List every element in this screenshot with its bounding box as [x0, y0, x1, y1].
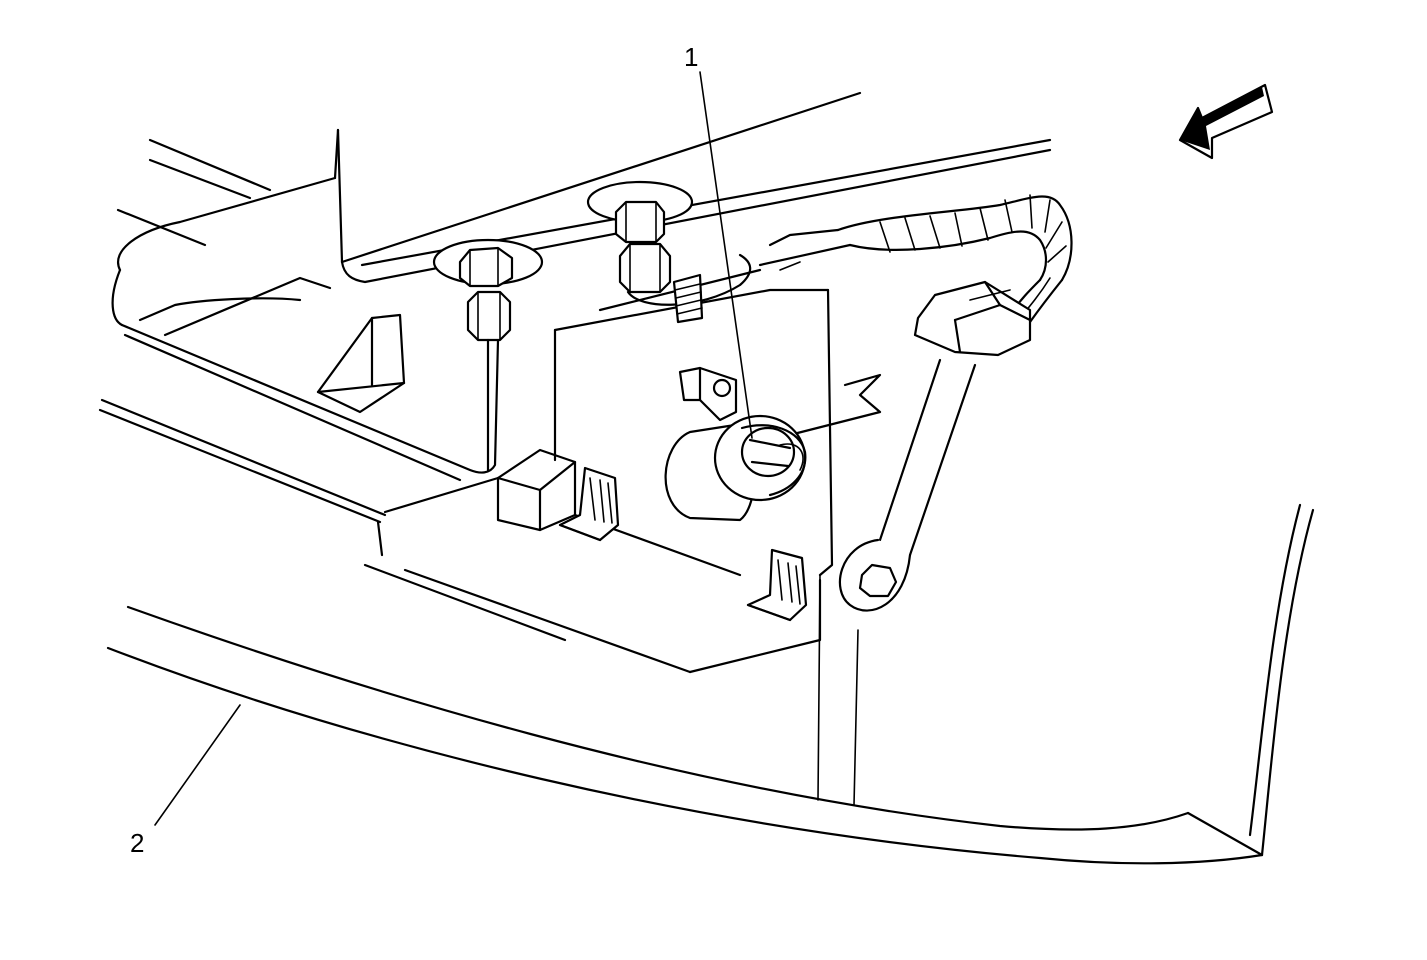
- upper-frame: [98, 91, 1052, 674]
- mounting-bolt-left: [432, 238, 544, 472]
- callout-1: 1: [684, 42, 753, 439]
- front-fascia: [106, 503, 1315, 865]
- mounting-bolt-right: [586, 180, 752, 306]
- callout-2: 2: [130, 704, 241, 858]
- sensor-switch: [664, 366, 807, 522]
- callout-label-2: 2: [130, 828, 144, 858]
- mounting-bracket: [316, 313, 577, 532]
- callout-label-1: 1: [684, 42, 698, 72]
- wiring-harness: [758, 194, 1073, 357]
- leader-line-1: [699, 71, 753, 439]
- support-brace: [838, 358, 977, 612]
- leader-line-2: [154, 704, 241, 826]
- view-direction-arrow-icon: [1178, 83, 1274, 160]
- threaded-stud: [672, 273, 704, 324]
- harness-clip-right: [746, 548, 808, 622]
- harness-clip-left: [558, 466, 620, 542]
